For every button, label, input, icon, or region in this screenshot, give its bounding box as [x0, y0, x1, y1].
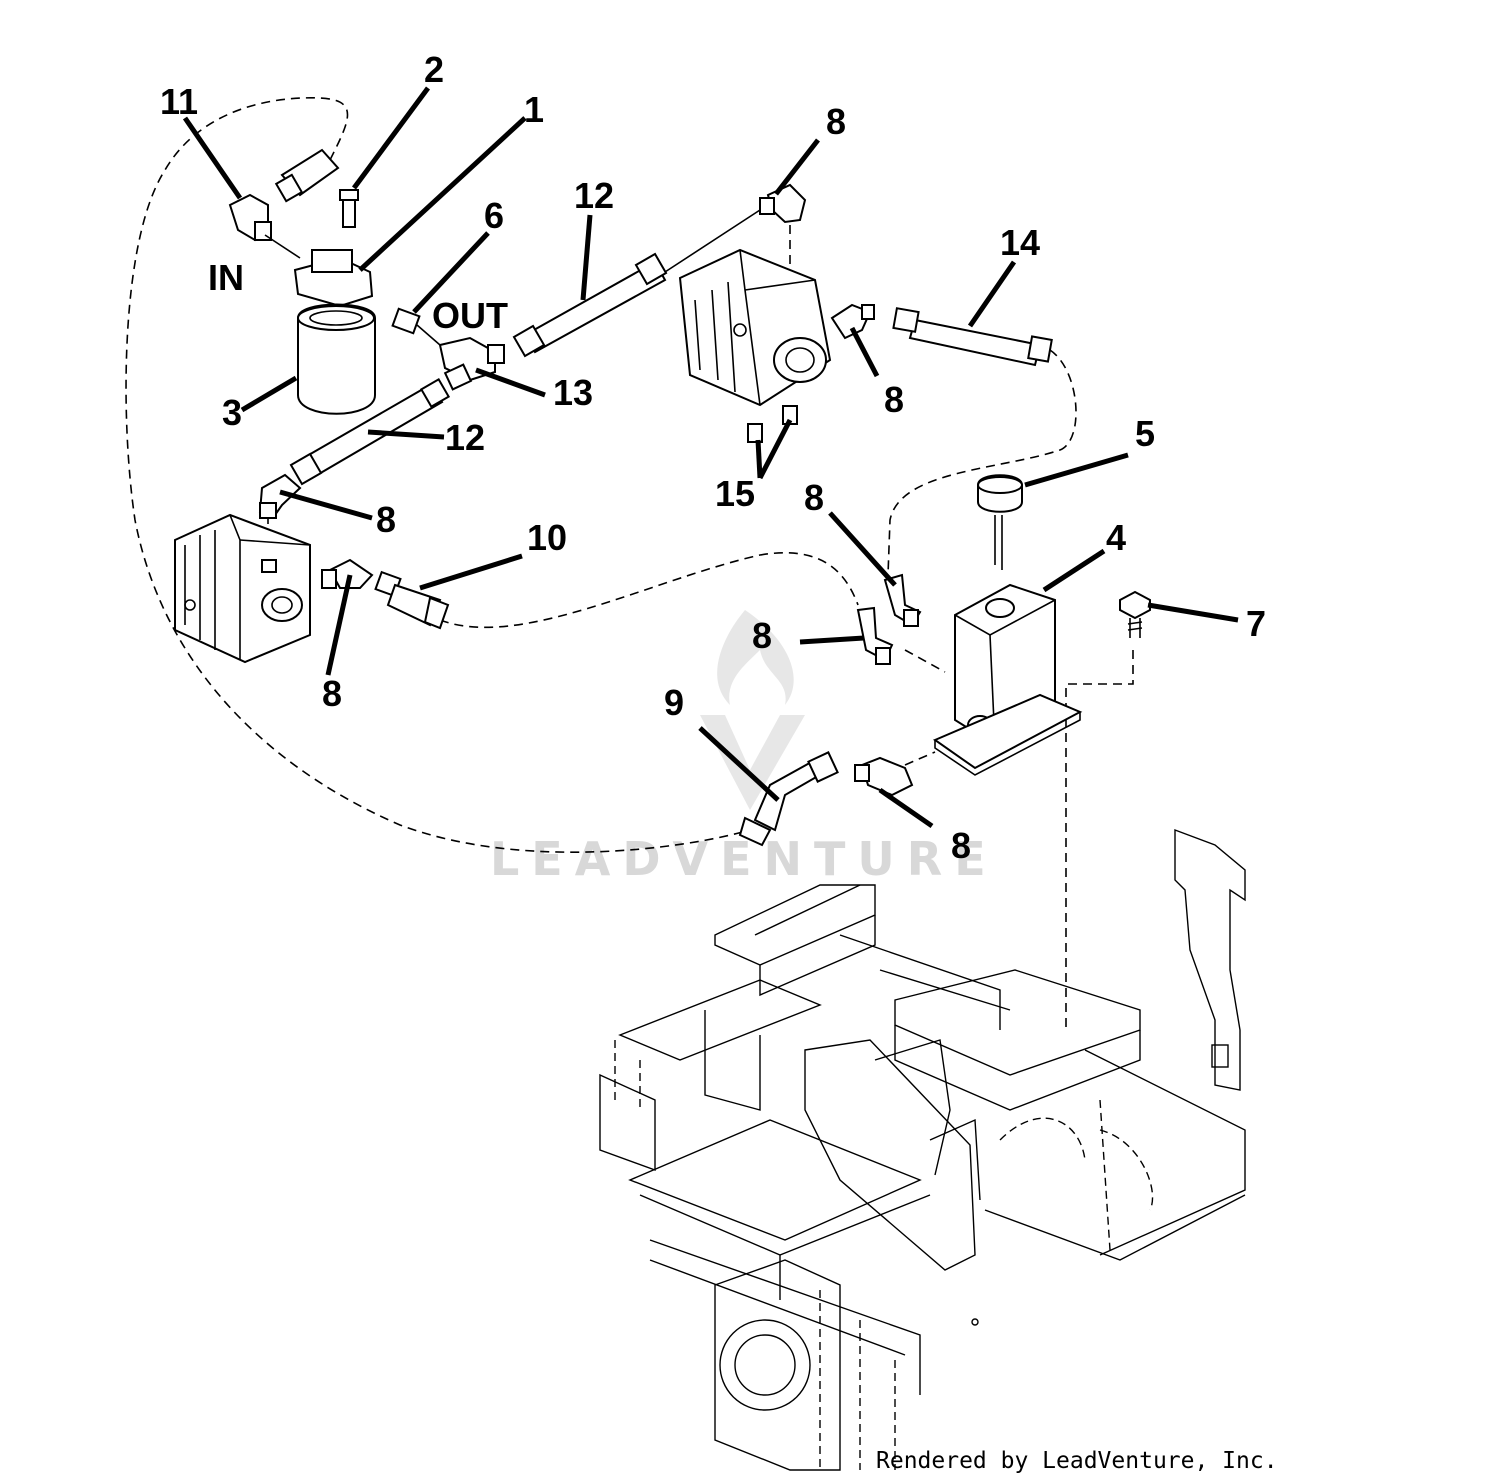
filter-assembly — [293, 189, 376, 415]
callout-12-upper: 12 — [574, 175, 614, 216]
hose-14 — [892, 307, 1053, 367]
callout-10: 10 — [527, 517, 567, 558]
callout-4: 4 — [1106, 517, 1126, 558]
pump-right — [678, 248, 832, 443]
callout-8-bottom: 8 — [951, 825, 971, 866]
callout-14: 14 — [1000, 222, 1040, 263]
callout-9: 9 — [664, 682, 684, 723]
callout-8-reservoir-upper: 8 — [804, 477, 824, 518]
hose-9 — [738, 751, 839, 847]
port-out-label: OUT — [432, 295, 508, 336]
fittings-8-reservoir — [854, 573, 922, 797]
elbow-8-left — [258, 473, 302, 519]
fill-cap-5 — [977, 474, 1023, 570]
bolt-7 — [1119, 590, 1151, 638]
callout-2: 2 — [424, 49, 444, 90]
callout-8-left: 8 — [376, 499, 396, 540]
elbow-8-top — [759, 183, 807, 224]
callout-labels: 11 2 1 6 12 8 14 IN OUT 3 13 8 12 5 15 8… — [160, 49, 1266, 866]
tee-fitting-13 — [391, 307, 505, 391]
tractor-frame — [599, 828, 1246, 1471]
callout-6: 6 — [484, 195, 504, 236]
callout-13: 13 — [553, 372, 593, 413]
callout-8-pump-left: 8 — [322, 673, 342, 714]
port-in-label: IN — [208, 257, 244, 298]
callout-8-reservoir-lower: 8 — [752, 615, 772, 656]
callout-5: 5 — [1135, 413, 1155, 454]
callout-12-lower: 12 — [445, 417, 485, 458]
reservoir-tank — [932, 583, 1083, 776]
callout-15: 15 — [715, 473, 755, 514]
callout-1: 1 — [524, 89, 544, 130]
callout-3: 3 — [222, 392, 242, 433]
hose-12-upper — [512, 209, 761, 358]
fitting-11 — [228, 193, 301, 259]
render-credit: Rendered by LeadVenture, Inc. — [876, 1448, 1278, 1474]
fitting-8-and-hose-10 — [321, 558, 450, 630]
callout-8-pump-right: 8 — [884, 379, 904, 420]
callout-7: 7 — [1246, 603, 1266, 644]
watermark-logo — [700, 610, 805, 810]
watermark-text: LEADVENTURE — [490, 832, 998, 886]
leader-lines — [182, 86, 1239, 829]
hose-end-2 — [274, 148, 340, 203]
pump-left — [174, 513, 311, 664]
elbow-8-pump-right — [830, 303, 875, 340]
callout-8-top: 8 — [826, 101, 846, 142]
callout-11: 11 — [160, 81, 198, 122]
hose-routes — [125, 97, 1134, 1030]
